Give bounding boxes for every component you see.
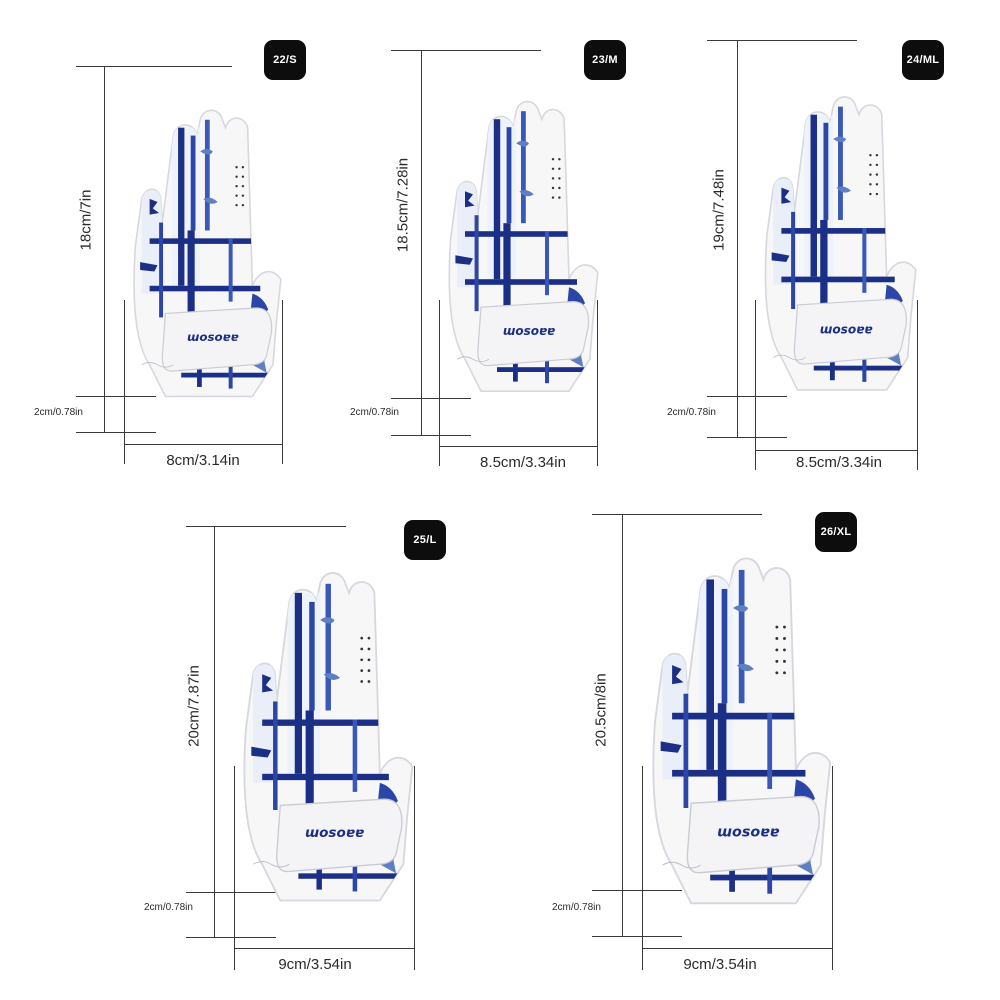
height-dimension-line	[737, 40, 738, 437]
cuff-label: 2cm/0.78in	[34, 407, 83, 418]
height-dimension-line	[622, 514, 623, 936]
cuff-top-line	[186, 892, 276, 893]
height-top-line	[592, 514, 762, 515]
width-dimension-line	[642, 948, 832, 949]
brand-logo: ɯosoɐɐ	[717, 825, 780, 841]
height-bottom-line	[707, 437, 787, 438]
brand-logo: ɯosoɐɐ	[305, 825, 364, 841]
height-top-line	[707, 40, 857, 41]
golf-glove-image: ɯosoɐɐ	[749, 40, 919, 442]
golf-glove-image: ɯosoɐɐ	[433, 48, 601, 440]
cuff-label: 2cm/0.78in	[667, 407, 716, 418]
width-left-line	[439, 300, 440, 466]
size-badge: 22/S	[264, 40, 306, 80]
height-bottom-line	[76, 432, 156, 433]
brand-logo: ɯosoɐɐ	[820, 322, 873, 336]
brand-logo: ɯosoɐɐ	[187, 330, 239, 344]
golf-glove-image: ɯosoɐɐ	[118, 62, 284, 440]
width-dimension-line	[439, 446, 597, 447]
width-label: 9cm/3.54in	[683, 956, 757, 973]
width-dimension-line	[234, 948, 414, 949]
size-panel-24-ml: ɯosoɐɐ 24/ML 19cm/7.48in 2cm/0.78in 8.5c…	[667, 0, 1000, 480]
width-right-line	[282, 300, 283, 464]
width-right-line	[832, 766, 833, 970]
size-badge: 24/ML	[902, 40, 944, 80]
height-label: 18cm/7in	[77, 189, 95, 251]
height-label: 20cm/7.87in	[185, 665, 203, 747]
golf-glove-image: ɯosoɐɐ	[634, 512, 834, 944]
width-left-line	[234, 766, 235, 970]
size-panel-26-xl: ɯosoɐɐ 26/XL 20.5cm/8in 2cm/0.78in 9cm/3…	[500, 490, 1000, 1000]
height-top-line	[391, 50, 541, 51]
size-panel-23-m: ɯosoɐɐ 23/M 18.5cm/7.28in 2cm/0.78in 8.5…	[333, 0, 667, 480]
size-badge: 25/L	[404, 520, 446, 560]
cuff-top-line	[391, 398, 471, 399]
size-badge: 23/M	[584, 40, 626, 80]
width-dimension-line	[124, 444, 282, 445]
cuff-top-line	[76, 396, 156, 397]
width-dimension-line	[755, 450, 917, 451]
height-label: 18.5cm/7.28in	[394, 157, 412, 253]
width-left-line	[755, 300, 756, 470]
height-label: 19cm/7.48in	[710, 169, 728, 251]
width-label: 8cm/3.14in	[166, 452, 240, 469]
width-left-line	[642, 766, 643, 970]
golf-glove-image: ɯosoɐɐ	[226, 524, 416, 944]
size-badge: 26/XL	[815, 512, 857, 552]
height-dimension-line	[214, 526, 215, 937]
size-panel-25-l: ɯosoɐɐ 25/L 20cm/7.87in 2cm/0.78in 9cm/3…	[0, 490, 500, 1000]
cuff-label: 2cm/0.78in	[552, 902, 601, 913]
width-label: 8.5cm/3.34in	[480, 454, 566, 471]
width-right-line	[414, 766, 415, 970]
height-dimension-line	[104, 66, 105, 432]
height-bottom-line	[391, 435, 471, 436]
height-bottom-line	[186, 937, 276, 938]
width-right-line	[917, 300, 918, 470]
width-left-line	[124, 300, 125, 464]
height-bottom-line	[592, 936, 682, 937]
height-top-line	[76, 66, 232, 67]
width-label: 9cm/3.54in	[278, 956, 352, 973]
brand-logo: ɯosoɐɐ	[503, 324, 555, 338]
width-right-line	[597, 300, 598, 466]
cuff-top-line	[592, 890, 682, 891]
cuff-label: 2cm/0.78in	[350, 407, 399, 418]
height-top-line	[186, 526, 346, 527]
height-label: 20.5cm/8in	[592, 673, 610, 747]
cuff-top-line	[707, 396, 787, 397]
cuff-label: 2cm/0.78in	[144, 902, 193, 913]
width-label: 8.5cm/3.34in	[796, 454, 882, 471]
height-dimension-line	[421, 50, 422, 435]
size-panel-22-s: ɯosoɐɐ 22/S 18cm/7in 2cm/0.78in 8cm/3.14…	[0, 0, 333, 480]
